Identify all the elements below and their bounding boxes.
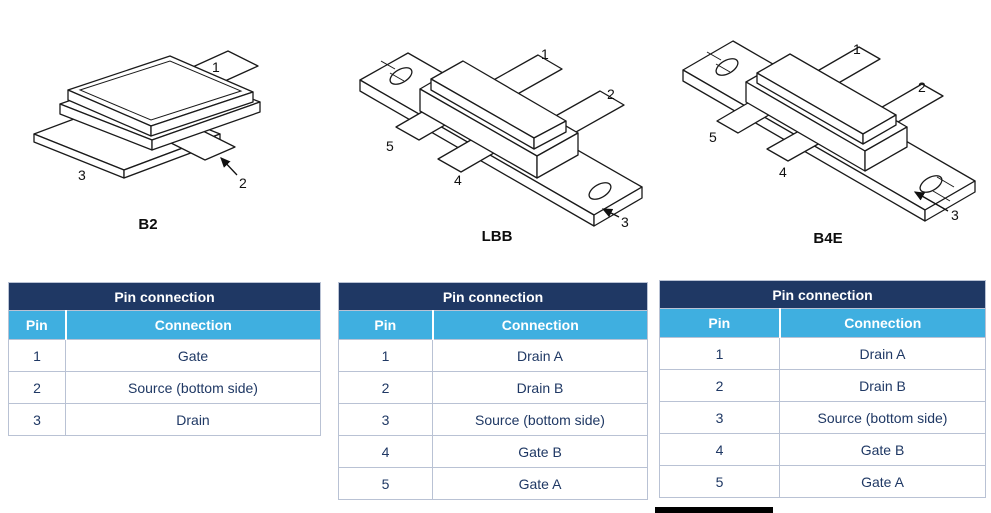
lbb-outline-svg	[359, 52, 643, 227]
table-row: 3 Source (bottom side)	[338, 403, 648, 436]
connection-cell: Gate A	[779, 465, 986, 498]
table-row: 2 Drain B	[338, 371, 648, 404]
package-caption-lbb: LBB	[481, 228, 513, 245]
connection-cell: Drain A	[779, 337, 986, 370]
pin-label-3: 3	[621, 214, 629, 230]
pin-cell: 3	[659, 401, 780, 434]
table-row: 5 Gate A	[338, 467, 648, 500]
table-header-row: Pin Connection	[659, 308, 986, 338]
table-title-row: Pin connection	[8, 282, 321, 311]
pin-cell: 1	[8, 339, 66, 372]
connection-cell: Drain	[65, 403, 321, 436]
pin-label-2: 2	[607, 86, 615, 102]
pin-label-1: 1	[212, 59, 220, 75]
connection-cell: Gate	[65, 339, 321, 372]
pin-cell: 3	[338, 403, 433, 436]
col-header-pin: Pin	[8, 310, 66, 340]
package-caption-b4e: B4E	[813, 230, 843, 247]
col-header-connection: Connection	[778, 308, 986, 338]
table-row: 4 Gate B	[338, 435, 648, 468]
b4e-outline-svg	[682, 40, 976, 222]
page-edge-bar	[655, 507, 773, 513]
connection-cell: Source (bottom side)	[432, 403, 648, 436]
pin-table-lbb: Pin connection Pin Connection 1 Drain A …	[338, 282, 648, 500]
connection-cell: Gate B	[779, 433, 986, 466]
table-title: Pin connection	[338, 282, 648, 311]
lbb-lid	[430, 60, 567, 150]
pin-cell: 2	[338, 371, 433, 404]
pin-label-5: 5	[709, 129, 717, 145]
b2-lid	[67, 55, 254, 137]
connection-cell: Drain A	[432, 339, 648, 372]
pin-cell: 2	[8, 371, 66, 404]
package-drawing-b4e: 1 2 3 4 5	[665, 20, 990, 240]
pin-label-2: 2	[239, 175, 247, 191]
table-title: Pin connection	[659, 280, 986, 309]
table-title-row: Pin connection	[338, 282, 648, 311]
pin-label-5: 5	[386, 138, 394, 154]
table-row: 3 Source (bottom side)	[659, 401, 986, 434]
table-header-row: Pin Connection	[8, 310, 321, 340]
pin-cell: 2	[659, 369, 780, 402]
table-header-row: Pin Connection	[338, 310, 648, 340]
pin-label-3: 3	[78, 167, 86, 183]
pin-cell: 4	[338, 435, 433, 468]
connection-cell: Drain B	[779, 369, 986, 402]
pin-3-arrow	[913, 191, 949, 212]
connection-cell: Gate B	[432, 435, 648, 468]
package-drawing-lbb: 1 2 3 4 5	[340, 25, 660, 235]
table-row: 5 Gate A	[659, 465, 986, 498]
connection-cell: Drain B	[432, 371, 648, 404]
pin-label-4: 4	[779, 164, 787, 180]
pin-table-b4e: Pin connection Pin Connection 1 Drain A …	[659, 280, 986, 498]
pin-cell: 4	[659, 433, 780, 466]
col-header-connection: Connection	[431, 310, 648, 340]
pin-cell: 5	[659, 465, 780, 498]
pin-cell: 5	[338, 467, 433, 500]
table-row: 2 Drain B	[659, 369, 986, 402]
pin-label-4: 4	[454, 172, 462, 188]
table-title: Pin connection	[8, 282, 321, 311]
pin-cell: 1	[659, 337, 780, 370]
table-row: 2 Source (bottom side)	[8, 371, 321, 404]
b2-outline-svg	[33, 50, 261, 179]
pin-label-1: 1	[541, 46, 549, 62]
col-header-pin: Pin	[659, 308, 780, 338]
pin-table-b2: Pin connection Pin Connection 1 Gate 2 S…	[8, 282, 321, 436]
pin-label-2: 2	[918, 79, 926, 95]
b4e-lid	[756, 53, 897, 145]
pin-2-arrow	[220, 157, 238, 176]
table-row: 1 Drain A	[659, 337, 986, 370]
connection-cell: Gate A	[432, 467, 648, 500]
table-row: 3 Drain	[8, 403, 321, 436]
pin-cell: 3	[8, 403, 66, 436]
pin-cell: 1	[338, 339, 433, 372]
table-row: 4 Gate B	[659, 433, 986, 466]
pin-label-3: 3	[951, 207, 959, 223]
connection-cell: Source (bottom side)	[65, 371, 321, 404]
connection-cell: Source (bottom side)	[779, 401, 986, 434]
pin-3-arrow	[601, 208, 620, 218]
table-title-row: Pin connection	[659, 280, 986, 309]
table-row: 1 Drain A	[338, 339, 648, 372]
package-caption-b2: B2	[138, 216, 158, 233]
col-header-pin: Pin	[338, 310, 433, 340]
col-header-connection: Connection	[64, 310, 321, 340]
package-drawing-b2: 1 2 3	[20, 30, 300, 215]
pin-label-1: 1	[853, 41, 861, 57]
table-row: 1 Gate	[8, 339, 321, 372]
